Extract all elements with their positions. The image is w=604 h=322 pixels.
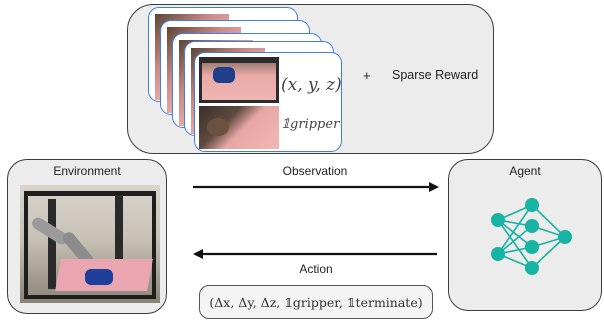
observation-label: Observation (282, 164, 348, 178)
agent-title: Agent (509, 164, 541, 178)
top-camera-image (199, 57, 279, 103)
environment-title: Environment (53, 164, 121, 178)
robot-environment-image (20, 185, 160, 303)
wrist-camera-image (199, 106, 279, 149)
action-label: Action (299, 262, 333, 276)
sparse-reward-label: Sparse Reward (392, 68, 479, 82)
gripper-indicator-text: 𝟙gripper (281, 117, 340, 132)
plus-sign: + (363, 68, 371, 83)
neural-network-icon (491, 198, 572, 275)
action-vector-text: (Δx, Δy, Δz, 𝟙gripper, 𝟙terminate) (209, 294, 423, 310)
agent-panel (448, 159, 602, 311)
position-vector-text: (x, y, z) (281, 75, 342, 95)
action-vector-box: (Δx, Δy, Δz, 𝟙gripper, 𝟙terminate) (199, 285, 433, 319)
observation-frame-card-front (194, 52, 342, 152)
